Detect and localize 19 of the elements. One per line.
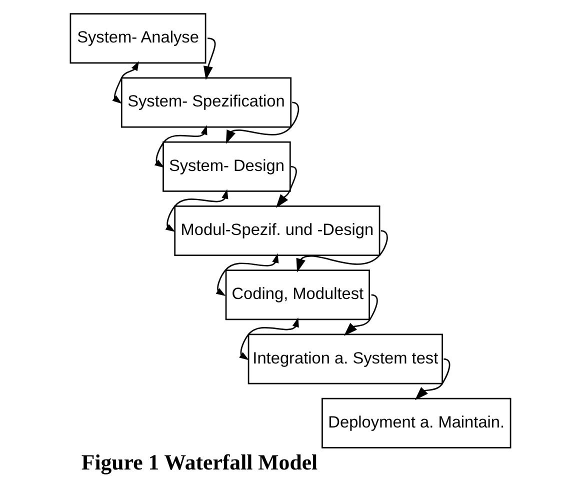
arrow: [165, 189, 228, 232]
arrow: [226, 102, 300, 144]
node-box: Deployment a. Maintain.: [322, 398, 512, 448]
node-box: Modul-Spezif. und -Design: [174, 206, 380, 256]
arrow: [276, 166, 297, 208]
node-box: Integration a. System test: [248, 334, 443, 384]
arrow: [239, 317, 299, 360]
node-box: System- Spezification: [120, 77, 292, 128]
caption: Figure 1 Waterfall Model: [81, 450, 318, 474]
arrow: [112, 61, 139, 104]
node-box: System- Design: [162, 141, 291, 192]
arrow: [154, 125, 208, 168]
arrow: [344, 294, 378, 336]
arrow: [296, 230, 388, 272]
arrow: [414, 358, 450, 400]
node-box: System- Analyse: [70, 13, 206, 64]
node-box: Coding, Modultest: [225, 270, 370, 320]
arrow: [216, 253, 279, 296]
arrow: [203, 38, 216, 80]
